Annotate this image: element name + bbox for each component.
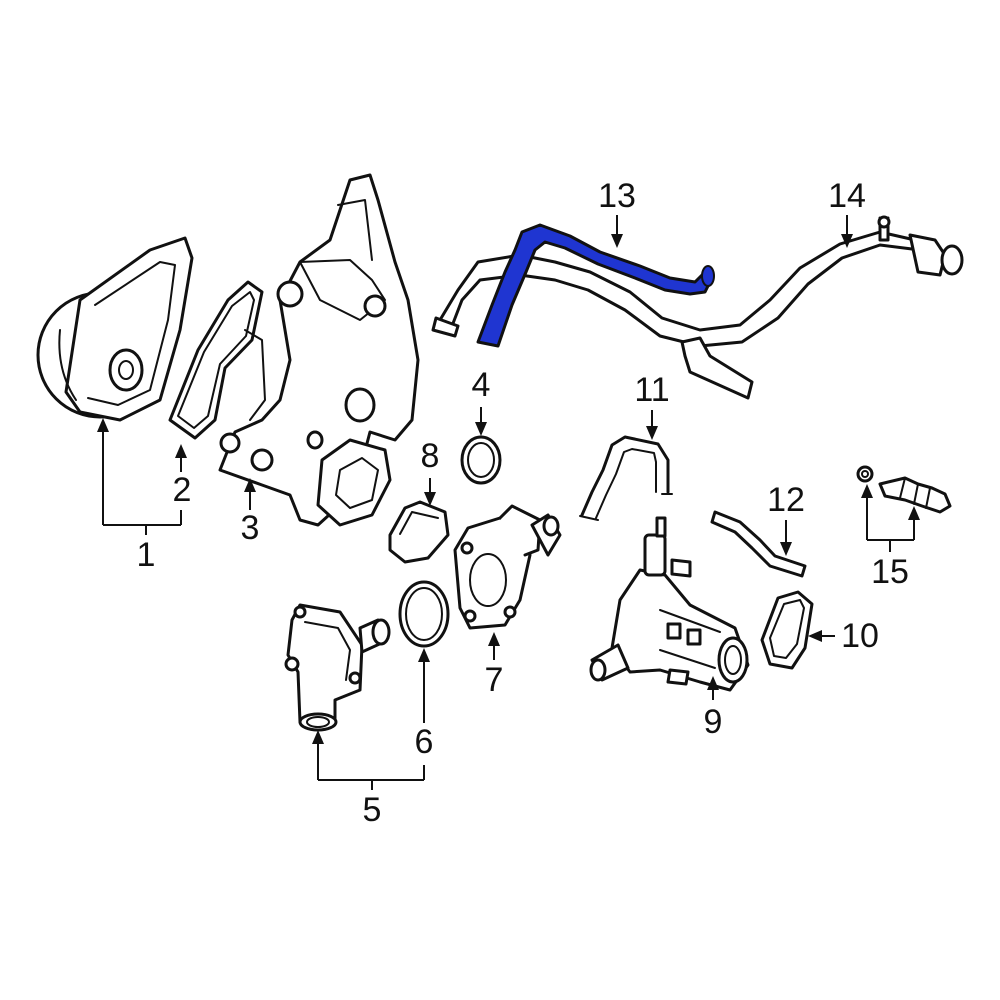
leader-lines [97, 215, 920, 790]
part-4-o-ring[interactable] [460, 435, 502, 485]
part-13-hose-highlighted[interactable] [476, 223, 715, 348]
part-2-gasket[interactable] [168, 280, 264, 440]
callout-4: 4 [472, 366, 491, 404]
callout-10: 10 [841, 617, 879, 655]
callout-labels: 1 2 3 4 5 6 7 8 9 10 11 12 13 14 15 [137, 177, 909, 829]
callout-7: 7 [485, 661, 504, 699]
part-8-cap[interactable] [388, 500, 450, 564]
part-1-pump-pulley[interactable] [36, 236, 194, 422]
part-12-hose[interactable] [710, 510, 807, 578]
callout-2: 2 [173, 471, 192, 509]
part-7-thermostat-housing[interactable] [453, 504, 562, 630]
callout-8: 8 [421, 437, 440, 475]
callout-6: 6 [415, 723, 434, 761]
part-10-gasket[interactable] [760, 590, 814, 670]
part-11-bypass-hose[interactable] [579, 435, 673, 521]
callout-3: 3 [241, 509, 260, 547]
part-9-outlet-assembly[interactable] [589, 516, 750, 692]
callout-1: 1 [137, 536, 156, 574]
part-5-water-outlet[interactable] [284, 603, 391, 732]
callout-5: 5 [363, 791, 382, 829]
callout-14: 14 [828, 177, 866, 215]
part-15-temperature-sensor[interactable] [856, 465, 952, 514]
part-3-engine-cover[interactable] [218, 173, 420, 527]
callout-15: 15 [871, 553, 909, 591]
callout-12: 12 [767, 481, 805, 519]
callout-11: 11 [634, 371, 669, 409]
part-6-gasket-ring[interactable] [398, 580, 450, 648]
callout-13: 13 [598, 177, 636, 215]
part-14-water-pipe[interactable] [431, 215, 964, 400]
callout-9: 9 [704, 703, 723, 741]
